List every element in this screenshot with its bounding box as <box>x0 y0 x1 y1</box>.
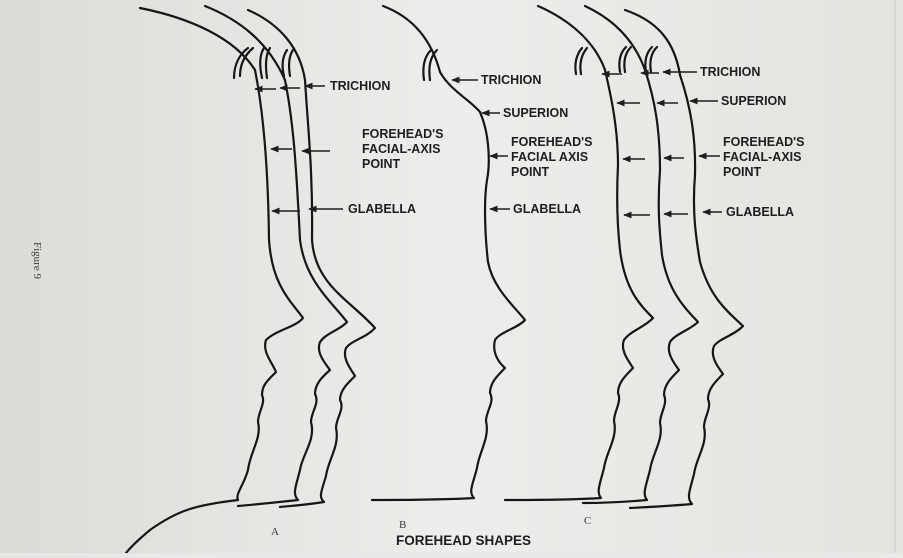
label-b-glabella: GLABELLA <box>513 202 581 216</box>
label-a-glabella: GLABELLA <box>348 202 416 216</box>
label-c-facial-3: POINT <box>723 165 762 179</box>
caption-c: C <box>584 515 591 527</box>
label-c-facial-2: FACIAL-AXIS <box>723 150 801 164</box>
label-b-facial-1: FOREHEAD'S <box>511 135 592 149</box>
label-c-superion: SUPERION <box>721 94 786 108</box>
label-c-glabella: GLABELLA <box>726 205 794 219</box>
label-c-facial-1: FOREHEAD'S <box>723 135 804 149</box>
label-c-trichion: TRICHION <box>700 65 760 79</box>
label-a-facial-1: FOREHEAD'S <box>362 127 443 141</box>
label-b-facial-3: POINT <box>511 165 550 179</box>
label-b-trichion: TRICHION <box>481 73 541 87</box>
label-a-trichion: TRICHION <box>330 79 390 93</box>
caption-b: B <box>399 519 406 531</box>
label-a-facial-3: POINT <box>362 157 401 171</box>
label-b-superion: SUPERION <box>503 106 568 120</box>
caption-a: A <box>271 526 279 538</box>
label-a-facial-2: FACIAL-AXIS <box>362 142 440 156</box>
figure-title: FOREHEAD SHAPES <box>396 533 531 548</box>
label-b-facial-2: FACIAL AXIS <box>511 150 588 164</box>
figure-side-label: Figure 9 <box>31 242 43 279</box>
